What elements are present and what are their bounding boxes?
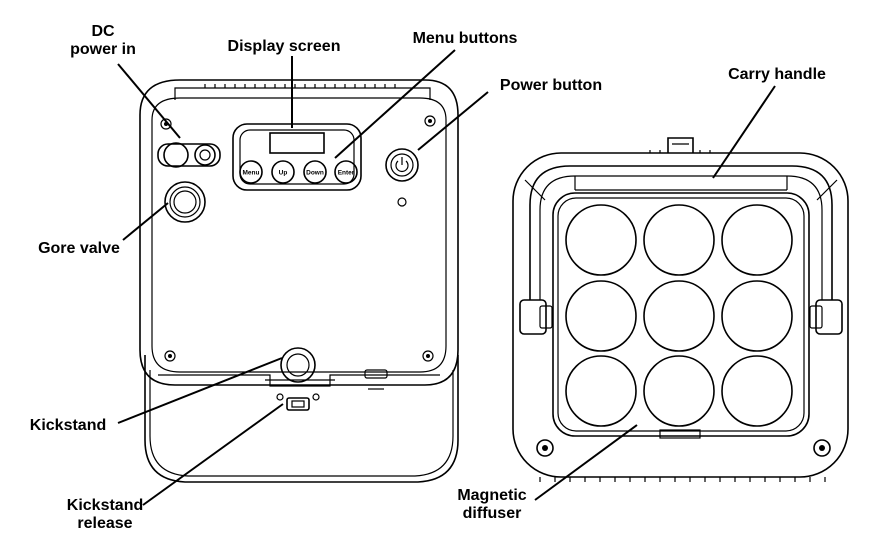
screw-icon <box>813 439 831 457</box>
front-outer-body <box>512 152 849 478</box>
label-kickstand-release: release <box>77 515 132 532</box>
led-lens <box>721 280 793 352</box>
front-bottom-ticks <box>539 477 826 482</box>
screw-icon <box>422 350 434 362</box>
dc-power-connector[interactable] <box>157 142 221 168</box>
enter-button-label: Enter <box>338 170 355 177</box>
led-lens <box>643 204 715 276</box>
kickstand[interactable] <box>158 347 440 390</box>
label-magnetic-diffuser: Magnetic <box>457 487 526 504</box>
label-display-screen: Display screen <box>228 38 341 55</box>
led-lens <box>565 280 637 352</box>
label-magnetic-diffuser: diffuser <box>463 505 522 522</box>
led-lens <box>643 280 715 352</box>
up-button-label: Up <box>279 170 288 177</box>
handle-stub <box>667 137 694 153</box>
label-gore-valve: Gore valve <box>38 240 120 257</box>
control-panel <box>232 123 362 191</box>
label-dc-power-in: DC <box>91 23 115 40</box>
rear-lower-housing-inner <box>149 370 454 477</box>
led-lens <box>721 355 793 427</box>
front-top-ticks <box>649 150 711 153</box>
front-view <box>512 137 849 482</box>
menu-button-label: Menu <box>243 170 260 177</box>
screw-icon <box>164 350 176 362</box>
label-power-button: Power button <box>500 77 602 94</box>
power-icon <box>395 157 409 172</box>
rear-main-body <box>139 79 459 386</box>
label-kickstand: Kickstand <box>30 417 106 434</box>
screw-icon <box>536 439 554 457</box>
menu-button[interactable]: Menu <box>239 160 263 184</box>
rear-inner-panel <box>151 97 447 373</box>
led-lens <box>565 355 637 427</box>
enter-button[interactable]: Enter <box>334 160 358 184</box>
rear-lower-housing <box>144 355 459 483</box>
label-kickstand-release: Kickstand <box>67 497 143 514</box>
led-array <box>565 204 793 427</box>
led-lens <box>565 204 637 276</box>
rear-vent-ticks <box>204 84 396 88</box>
indicator-led <box>397 197 407 207</box>
led-lens <box>643 355 715 427</box>
handle-pivot-left <box>519 299 553 335</box>
label-dc-power-in: power in <box>70 41 136 58</box>
rear-view: Menu Up Down Enter <box>139 79 459 483</box>
label-menu-buttons: Menu buttons <box>413 30 518 47</box>
up-button[interactable]: Up <box>271 160 295 184</box>
led-lens <box>721 204 793 276</box>
callout-labels: DC power in Display screen Menu buttons … <box>30 23 826 532</box>
kickstand-release[interactable] <box>276 393 320 411</box>
gore-valve <box>164 181 206 223</box>
display-screen <box>269 132 325 154</box>
down-button[interactable]: Down <box>303 160 327 184</box>
carry-handle[interactable] <box>529 165 833 300</box>
handle-pivot-right <box>809 299 843 335</box>
magnetic-diffuser <box>552 192 810 437</box>
rear-top-vent <box>174 87 431 100</box>
leader-lines <box>117 49 776 506</box>
screw-icon <box>424 115 436 127</box>
label-carry-handle: Carry handle <box>728 66 826 83</box>
down-button-label: Down <box>306 170 324 177</box>
power-button[interactable] <box>385 148 419 182</box>
diffuser-tab <box>659 429 701 439</box>
